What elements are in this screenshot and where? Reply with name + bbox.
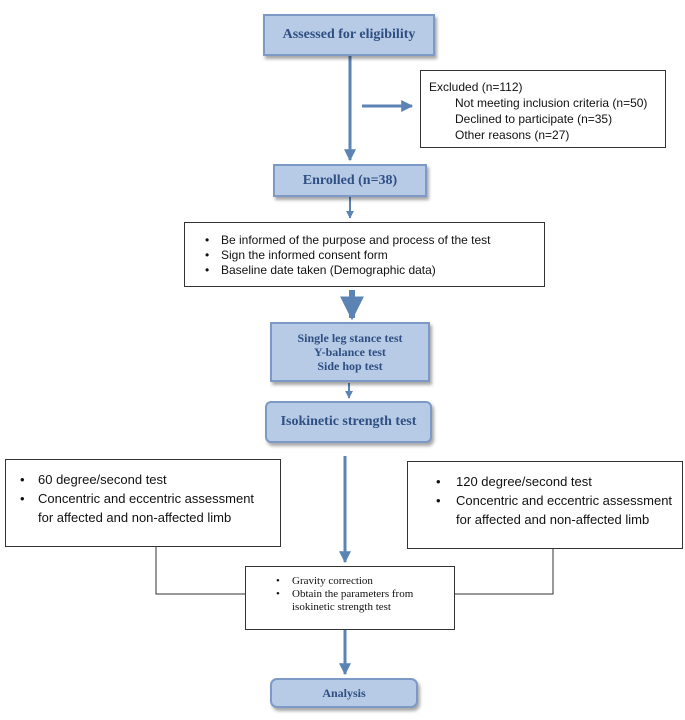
list-item: isokinetic strength test xyxy=(292,601,391,613)
gravity-list: •Gravity correction •Obtain the paramete… xyxy=(276,575,454,614)
excluded-reason: Declined to participate (n=35) xyxy=(455,112,613,126)
list-item: •Obtain the parameters from xyxy=(276,588,414,600)
enrolled-box: Enrolled (n=38) xyxy=(273,164,427,197)
speed-120-box: •120 degree/second test •Concentric and … xyxy=(407,461,683,549)
list-item: •Sign the informed consent form xyxy=(205,248,388,262)
list-item: •Concentric and eccentric assessment xyxy=(436,493,673,508)
connector-120-to-gravity xyxy=(455,549,554,595)
assessed-label: Assessed for eligibility xyxy=(282,27,416,42)
analysis-label: Analysis xyxy=(322,685,366,700)
excluded-reason: Not meeting inclusion criteria (n=50) xyxy=(455,96,648,110)
list-item: •Concentric and eccentric assessment xyxy=(20,491,255,506)
excluded-reason: Other reasons (n=27) xyxy=(455,128,570,142)
gravity-box: •Gravity correction •Obtain the paramete… xyxy=(245,566,455,630)
list-item: for affected and non-affected limb xyxy=(38,510,232,525)
list-item: •Baseline date taken (Demographic data) xyxy=(205,263,436,277)
speed-60-list: •60 degree/second test •Concentric and e… xyxy=(20,470,280,527)
list-item: •Gravity correction xyxy=(276,575,373,587)
consent-box: •Be informed of the purpose and process … xyxy=(184,222,545,287)
enrolled-label: Enrolled (n=38) xyxy=(302,172,398,188)
assessed-box: Assessed for eligibility xyxy=(263,14,435,56)
excluded-box: Excluded (n=112) Not meeting inclusion c… xyxy=(420,70,666,148)
analysis-box: Analysis xyxy=(270,678,418,708)
balance-test-label: Side hop test xyxy=(317,359,383,373)
balance-tests-box: Single leg stance test Y-balance test Si… xyxy=(270,322,430,382)
list-item: •Be informed of the purpose and process … xyxy=(205,233,491,247)
list-item: for affected and non-affected limb xyxy=(456,512,650,527)
speed-120-list: •120 degree/second test •Concentric and … xyxy=(436,472,682,529)
consent-list: •Be informed of the purpose and process … xyxy=(205,233,544,278)
connector-60-to-gravity xyxy=(155,547,245,595)
list-item: •120 degree/second test xyxy=(436,474,592,489)
excluded-title: Excluded (n=112) xyxy=(429,80,523,94)
isokinetic-box: Isokinetic strength test xyxy=(265,401,432,443)
balance-test-label: Single leg stance test xyxy=(297,331,403,345)
isokinetic-label: Isokinetic strength test xyxy=(280,414,417,429)
balance-test-label: Y-balance test xyxy=(314,345,386,359)
speed-60-box: •60 degree/second test •Concentric and e… xyxy=(5,459,281,547)
list-item: •60 degree/second test xyxy=(20,472,167,487)
